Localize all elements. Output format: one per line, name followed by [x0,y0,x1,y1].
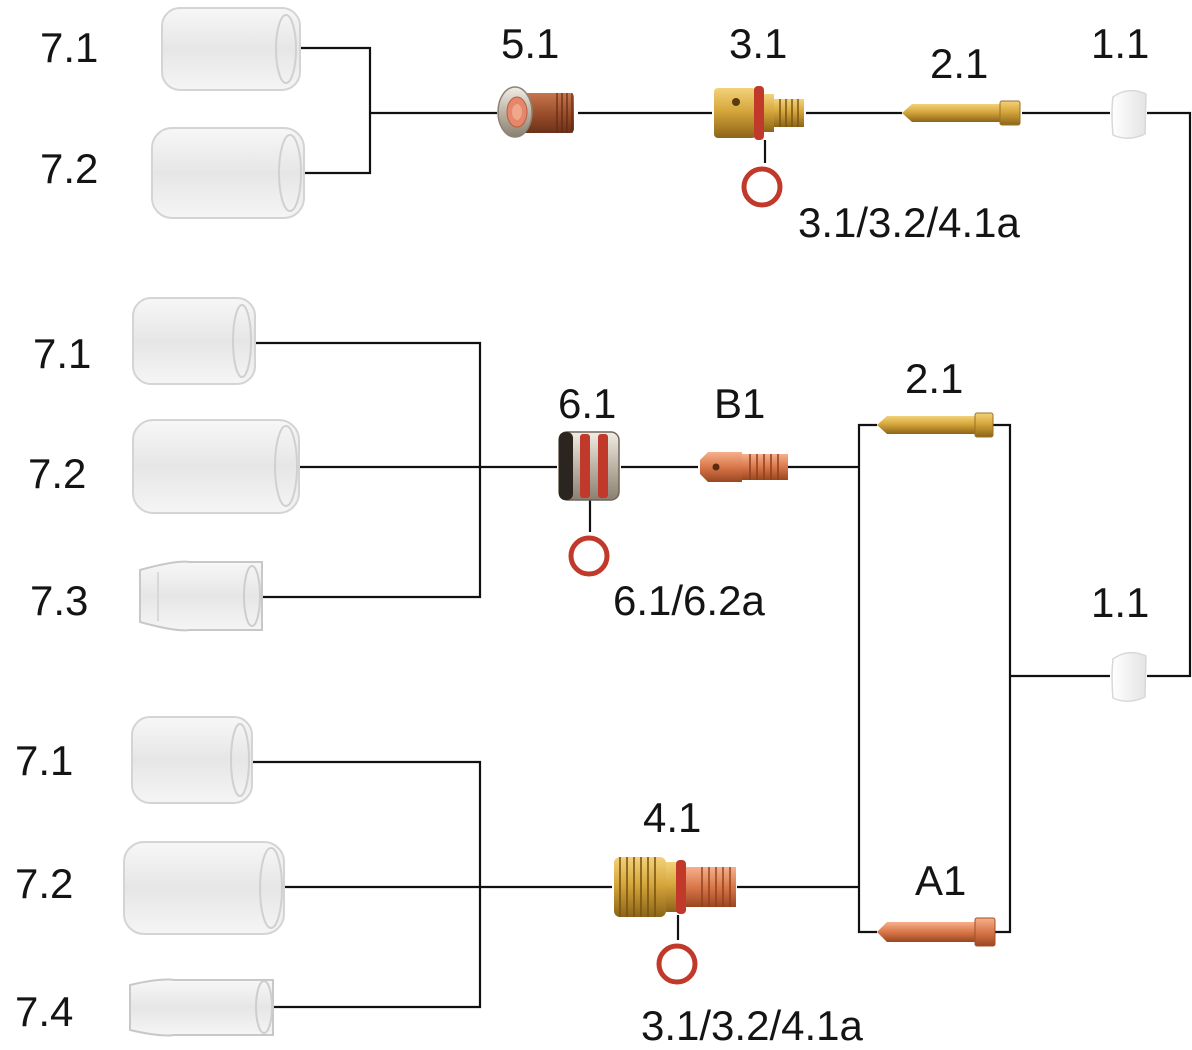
glass-cup-7.3 [139,560,263,632]
wire-r3-cups [252,760,482,1009]
collet-a1 [877,917,996,947]
gas-lens-body-5.1 [497,86,574,138]
glass-cup-7.2-mid [132,419,300,514]
label-oring-bottom: 3.1/3.2/4.1a [641,1002,863,1049]
label-1.1-bottom: 1.1 [1091,579,1149,626]
wire-r1-cups [300,46,372,175]
label-2.1-top: 2.1 [930,40,988,87]
wire-collet-right-bus [992,423,1012,934]
collet-body-3.1 [714,86,804,140]
label-7.1-top: 7.1 [40,24,98,71]
insulator-1.1-top [1111,89,1147,139]
wire-r2-cups [255,341,482,599]
o-ring-bottom [656,943,698,985]
label-6.1: 6.1 [558,380,616,427]
glass-cup-7.4 [129,978,274,1037]
label-oring-mid: 6.1/6.2a [613,577,765,624]
label-3.1: 3.1 [729,20,787,67]
heat-shield-6.1 [558,431,620,501]
label-1.1-top: 1.1 [1091,20,1149,67]
insulator-1.1-bottom [1111,651,1147,702]
collet-2.1-middle [877,412,994,438]
label-7.2-top: 7.2 [40,145,98,192]
collet-b1 [700,452,788,482]
label-2.1-mid: 2.1 [905,355,963,402]
collet-body-4.1 [614,857,736,917]
collet-2.1-top [902,100,1021,126]
label-7.1-bottom: 7.1 [15,737,73,784]
part-labels: 7.1 7.2 5.1 3.1 2.1 1.1 3.1/3.2/4.1a 7.1… [15,20,1149,1049]
label-b1: B1 [714,380,765,427]
wire-right-loop [1147,111,1192,678]
label-7.3: 7.3 [30,577,88,624]
wire-collet-left-bus [857,423,877,934]
label-7.1-mid: 7.1 [33,330,91,377]
label-5.1: 5.1 [501,20,559,67]
glass-cup-7.1-top [161,7,301,91]
connector-lines [252,46,1192,1009]
glass-cup-7.2-top [151,127,305,219]
label-7.4: 7.4 [15,988,73,1035]
label-a1: A1 [915,857,966,904]
glass-cup-7.1-bottom [131,716,253,804]
glass-cup-7.1-mid [132,297,256,385]
label-7.2-bottom: 7.2 [15,860,73,907]
label-7.2-mid: 7.2 [28,450,86,497]
o-ring-middle [568,535,610,577]
glass-cup-7.2-bottom [123,841,285,935]
label-4.1: 4.1 [643,794,701,841]
label-oring-top: 3.1/3.2/4.1a [798,199,1020,246]
o-ring-top [741,166,783,208]
